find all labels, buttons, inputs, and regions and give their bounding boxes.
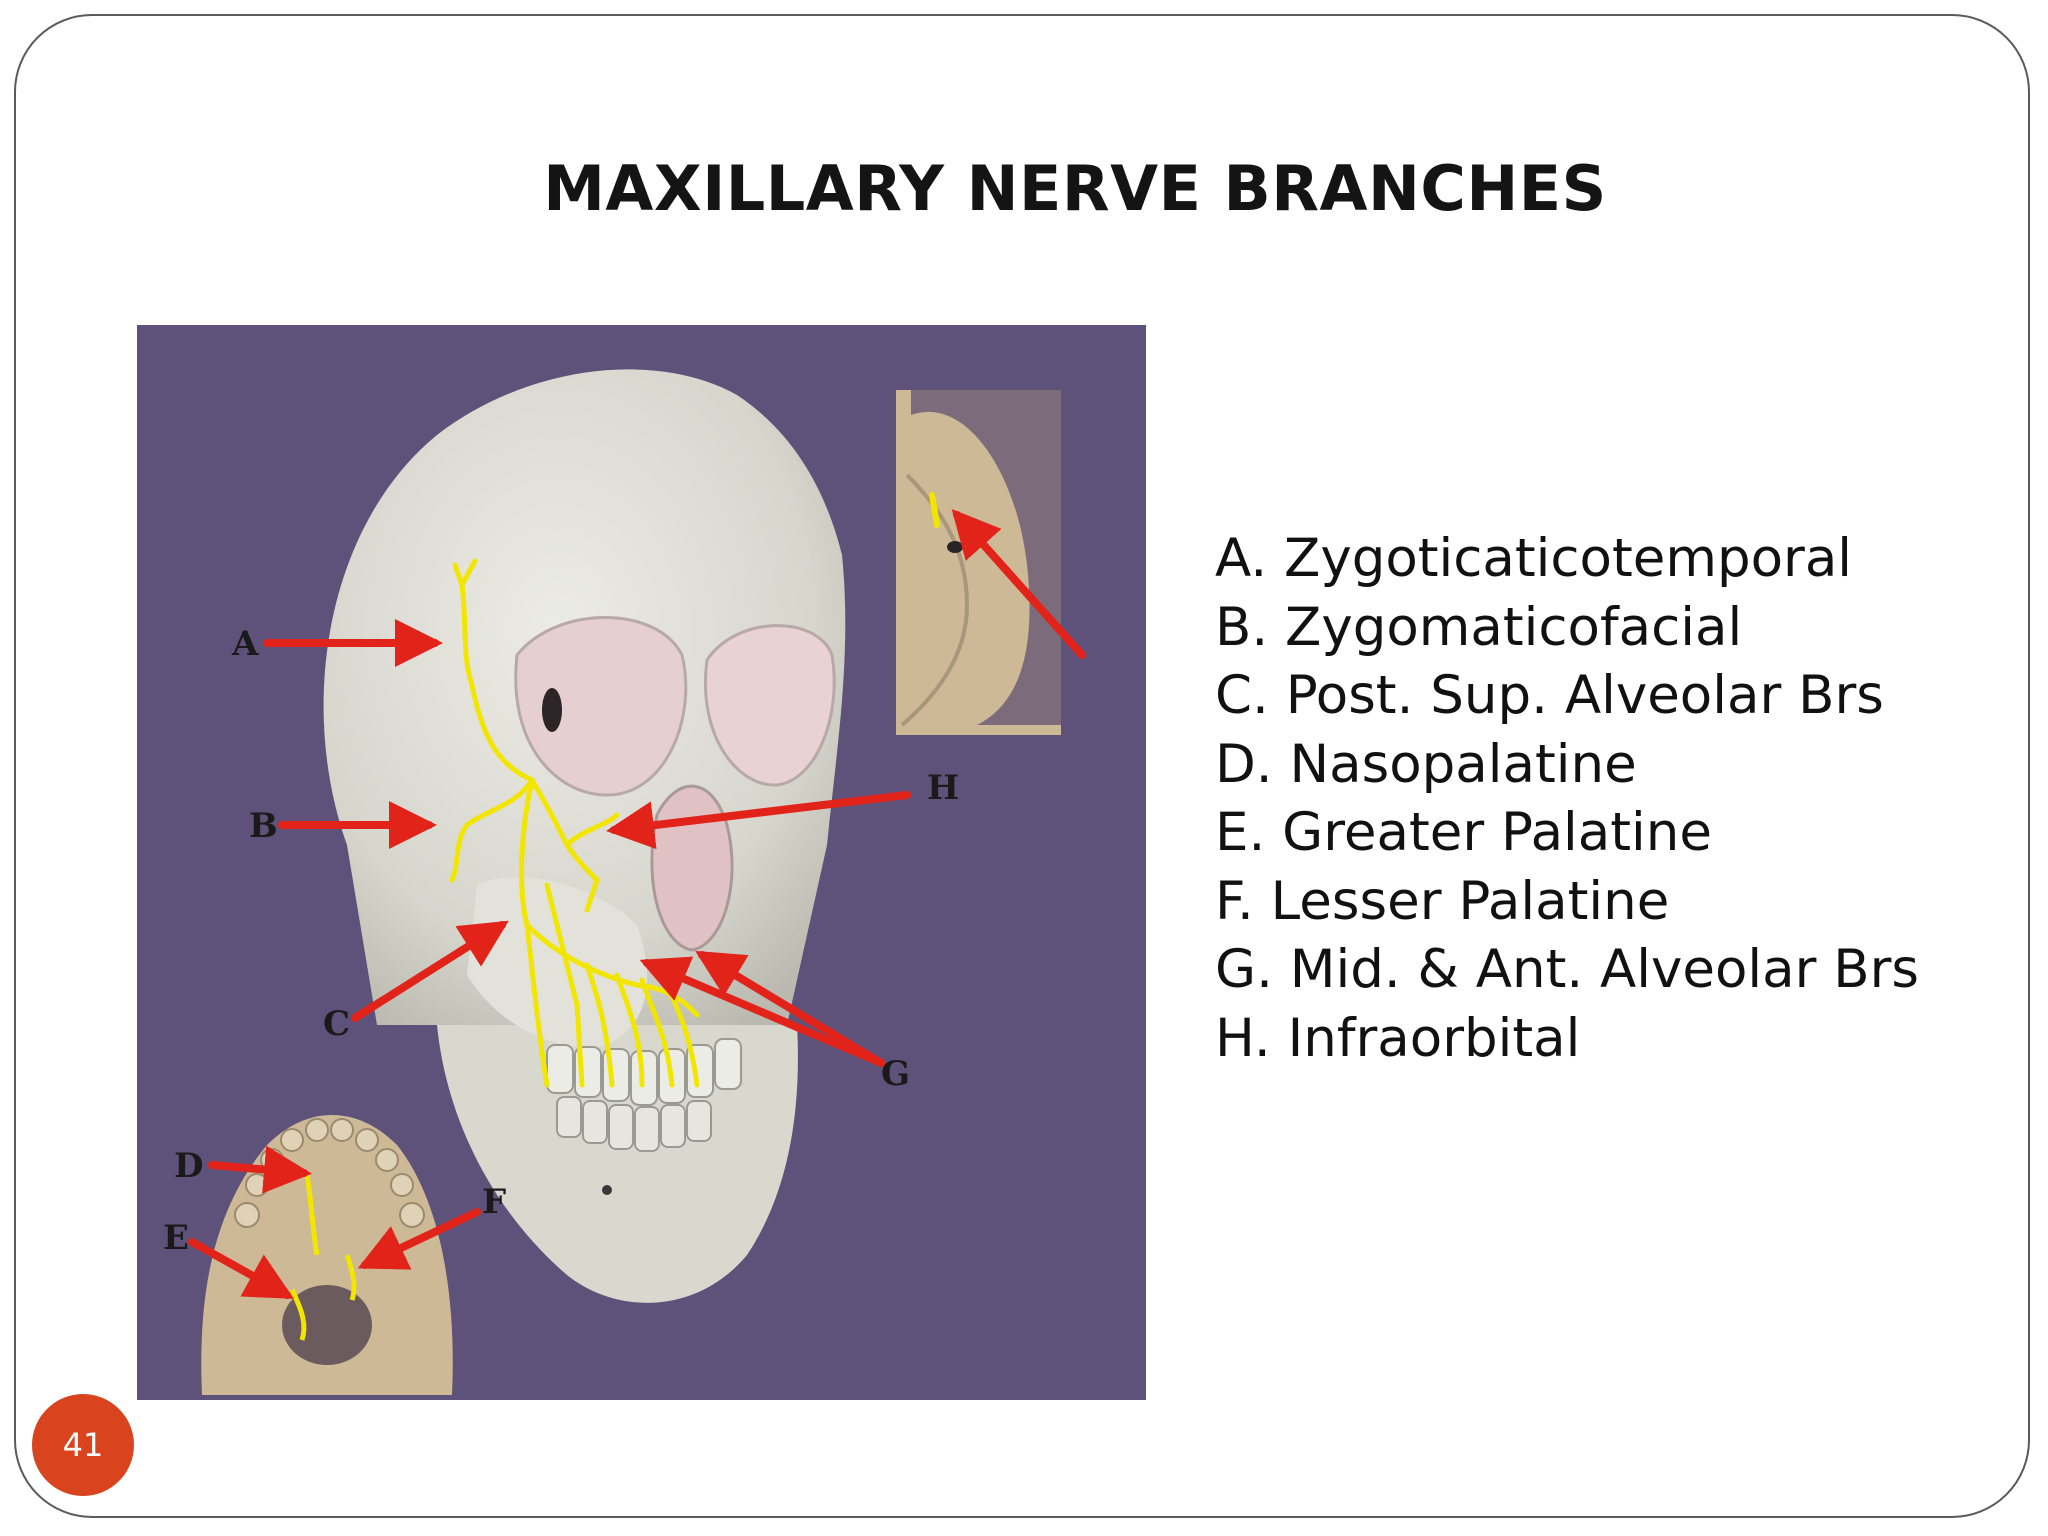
legend-item-e: E. Greater Palatine xyxy=(1215,802,1712,863)
callout-label-f: F xyxy=(482,1182,506,1222)
left-orbit xyxy=(704,624,836,787)
legend-item-d: D. Nasopalatine xyxy=(1215,733,1637,795)
legend-item-b: B. Zygomaticofacial xyxy=(1215,596,1743,658)
callout-label-d: D xyxy=(174,1146,203,1186)
callout-label-a: A xyxy=(231,624,259,664)
callout-label-e: E xyxy=(163,1218,189,1258)
nerve-branch-legend: A. Zygoticaticotemporal B. Zygomaticofac… xyxy=(1215,525,1919,1073)
maxillary-nerve-figure: A B C D E F G H xyxy=(137,325,1146,1400)
right-orbit xyxy=(514,616,688,797)
legend-item-g: G. Mid. & Ant. Alveolar Brs xyxy=(1215,939,1920,1000)
slide-frame xyxy=(14,14,2030,1518)
legend-item-c: C. Post. Sup. Alveolar Brs xyxy=(1215,665,1884,726)
inset-orbit xyxy=(896,390,1061,735)
page-number-badge: 41 xyxy=(32,1394,134,1496)
nasal-aperture xyxy=(650,784,734,952)
mental-foramen xyxy=(602,1185,612,1195)
orbital-fissure xyxy=(542,688,562,732)
lower-teeth xyxy=(556,1096,712,1152)
callout-label-h: H xyxy=(927,768,959,808)
callout-label-c: C xyxy=(323,1004,350,1044)
skull-illustration: A B C D E F G H xyxy=(137,325,1146,1400)
legend-item-f: F. Lesser Palatine xyxy=(1215,870,1670,932)
legend-item-h: H. Infraorbital xyxy=(1215,1007,1581,1069)
callout-arrows xyxy=(188,509,1086,1299)
legend-item-a: A. Zygoticaticotemporal xyxy=(1215,528,1853,589)
callout-label-b: B xyxy=(249,806,278,846)
maxillary-nerve-branches xyxy=(449,558,700,1088)
slide-title: MAXILLARY NERVE BRANCHES xyxy=(543,152,1607,225)
callout-label-g: G xyxy=(881,1054,910,1094)
zygomatic-bone xyxy=(467,877,647,1047)
